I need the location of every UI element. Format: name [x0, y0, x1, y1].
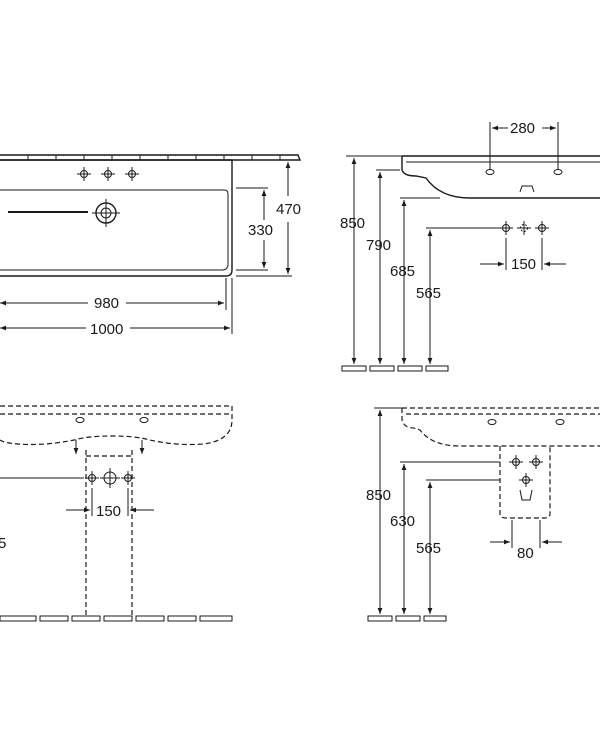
- dim-850: 850: [366, 487, 391, 504]
- bowl-outline-top: [0, 189, 229, 271]
- front-pedestal-view: 150 5: [0, 405, 233, 622]
- dim-1000: 1000: [90, 321, 123, 338]
- dim-150: 150: [96, 503, 121, 520]
- drain-icon: [100, 468, 120, 488]
- floor-line: [0, 615, 233, 622]
- tap-hole-icon: [100, 166, 116, 182]
- side-pedestal-view: 850 630 565 80: [366, 407, 600, 622]
- floor-line: [341, 365, 449, 372]
- basin-side-dashed: [401, 407, 600, 447]
- connection-icon: [508, 454, 524, 470]
- connection-icon: [518, 472, 534, 488]
- side-view: 280 850 790 685 565 150: [340, 120, 600, 372]
- dim-470: 470: [276, 201, 301, 218]
- dim-790: 790: [366, 237, 391, 254]
- connection-icon: [516, 220, 532, 236]
- floor-line: [367, 615, 447, 622]
- dim-5-partial: 5: [0, 535, 6, 552]
- basin-profile: [401, 155, 600, 199]
- drain-icon: [92, 199, 120, 227]
- basin-front-dashed: [0, 405, 233, 446]
- dim-330: 330: [248, 222, 273, 239]
- connection-icon: [528, 454, 544, 470]
- dim-565: 565: [416, 540, 441, 557]
- tap-hole-icon: [124, 166, 140, 182]
- pedestal-side-dashed: [499, 446, 551, 519]
- basin-rim-top: [0, 154, 302, 161]
- dim-150: 150: [511, 256, 536, 273]
- connection-icon: [498, 220, 514, 236]
- dim-850: 850: [340, 215, 365, 232]
- tap-hole-icon: [76, 166, 92, 182]
- dim-980: 980: [94, 295, 119, 312]
- dim-685: 685: [390, 263, 415, 280]
- dim-80: 80: [517, 545, 534, 562]
- dim-280: 280: [510, 120, 535, 137]
- dim-630: 630: [390, 513, 415, 530]
- connection-icon: [534, 220, 550, 236]
- connection-icon: [120, 470, 136, 486]
- connection-icon: [84, 470, 100, 486]
- top-view: 470 330 980 1000: [0, 154, 302, 338]
- rim-segments: [27, 155, 281, 160]
- basin-outline-top: [0, 159, 233, 277]
- dim-565: 565: [416, 285, 441, 302]
